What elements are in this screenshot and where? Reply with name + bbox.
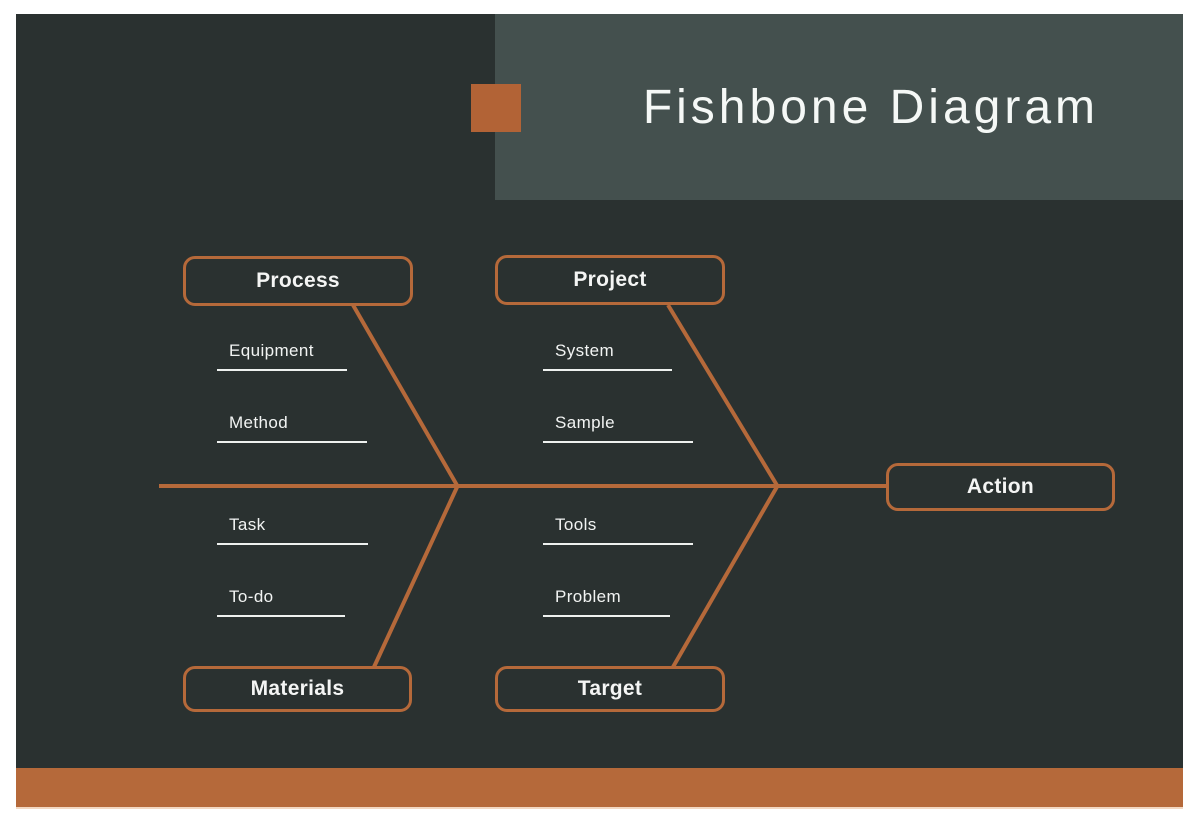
cause-text: To-do <box>229 587 274 606</box>
cause-text: System <box>555 341 615 360</box>
cause-label-system: System <box>543 340 672 371</box>
slide-title: Fishbone Diagram <box>642 80 1099 134</box>
cause-label-to-do: To-do <box>217 586 345 617</box>
cause-text: Problem <box>555 587 622 606</box>
category-box-materials: Materials <box>183 666 412 712</box>
cause-label-task: Task <box>217 514 368 545</box>
cause-label-sample: Sample <box>543 412 693 443</box>
cause-text: Sample <box>555 413 616 432</box>
cause-label-equipment: Equipment <box>217 340 347 371</box>
cause-text: Method <box>229 413 289 432</box>
cause-text: Task <box>229 515 266 534</box>
category-label: Materials <box>250 677 345 700</box>
category-label: Process <box>256 269 340 292</box>
title-accent-square <box>471 84 521 132</box>
category-label: Action <box>966 475 1035 498</box>
cause-label-problem: Problem <box>543 586 670 617</box>
cause-label-method: Method <box>217 412 367 443</box>
category-label: Target <box>577 677 643 700</box>
effect-box-action: Action <box>886 463 1115 511</box>
cause-text: Tools <box>555 515 597 534</box>
cause-text: Equipment <box>229 341 314 360</box>
category-box-project: Project <box>495 255 725 305</box>
category-label: Project <box>573 268 647 291</box>
title-banner: Fishbone Diagram <box>495 14 1183 200</box>
category-box-target: Target <box>495 666 725 712</box>
category-box-process: Process <box>183 256 413 306</box>
cause-label-tools: Tools <box>543 514 693 545</box>
footer-accent-bar <box>16 768 1183 809</box>
